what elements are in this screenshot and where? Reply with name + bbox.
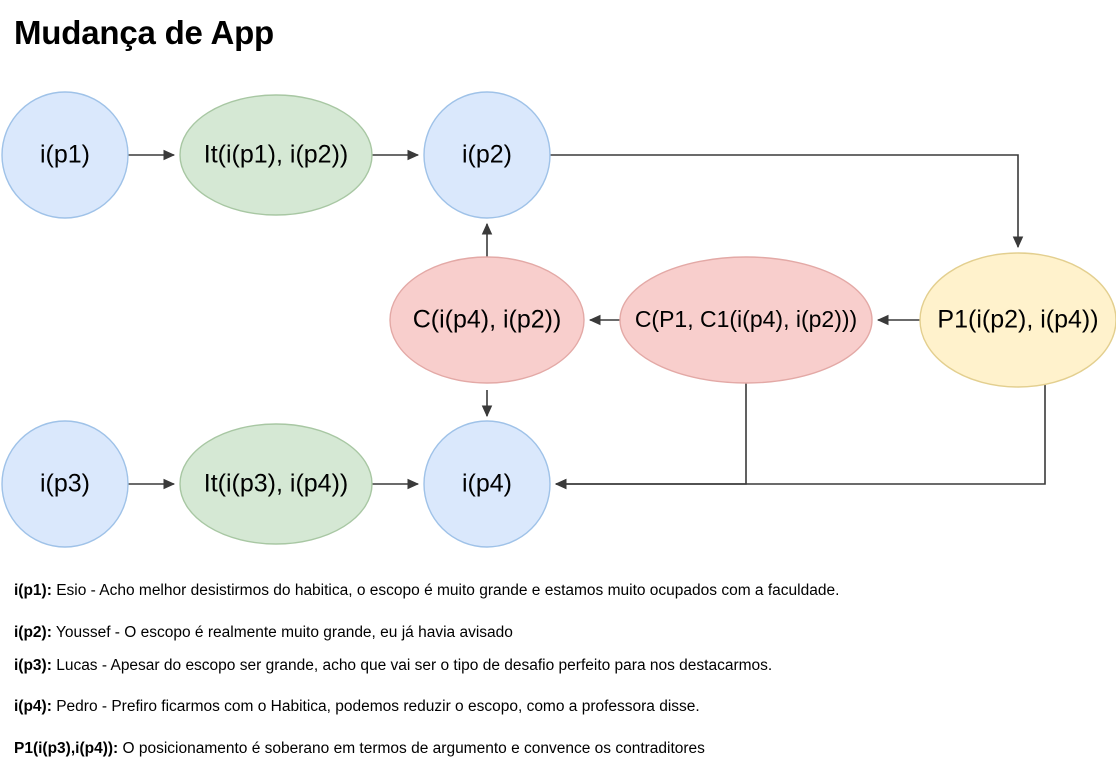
node-label-ip1: i(p1) [40, 141, 90, 169]
node-shape-ip2 [423, 91, 551, 219]
node-label-it12: It(i(p1), i(p2)) [204, 141, 348, 169]
legend-row: i(p1): Esio - Acho melhor desistirmos do… [14, 582, 1104, 601]
node-shape-cp1c1 [619, 256, 873, 384]
node-label-ip4: i(p4) [462, 470, 512, 498]
node-layer: i(p1) It(i(p1), i(p2)) i(p2) C(i(p4), i(p2)… [1, 91, 1116, 548]
node-shape-p124 [919, 252, 1116, 388]
legend-key: i(p1): [14, 582, 52, 599]
node-ip2[interactable]: i(p2) [423, 91, 551, 219]
page-title: Mudança de App [14, 14, 274, 51]
legend-row: P1(i(p3),i(p4)): O posicionamento é sobe… [14, 740, 1104, 759]
node-shape-it12 [179, 94, 373, 216]
legend-row: i(p4): Pedro - Prefiro ficarmos com o Ha… [14, 698, 1104, 717]
legend-value: Esio - Acho melhor desistirmos do habiti… [51, 582, 840, 599]
node-shape-it34 [179, 423, 373, 545]
node-label-c42: C(i(p4), i(p2)) [413, 306, 562, 334]
node-shape-ip3 [1, 420, 129, 548]
node-shape-c42 [389, 256, 585, 384]
legend-key: i(p4): [14, 697, 52, 715]
legend-value: Lucas - Apesar do escopo ser grande, ach… [51, 656, 773, 674]
node-ip3[interactable]: i(p3) [1, 420, 129, 548]
node-p124[interactable]: P1(i(p2), i(p4)) [919, 252, 1116, 388]
legend-key: i(p2): [14, 623, 52, 641]
edge-layer [128, 149, 1046, 490]
legend-value: O posicionamento é soberano em termos de… [118, 739, 705, 757]
node-ip1[interactable]: i(p1) [1, 91, 129, 219]
node-shape-ip4 [423, 420, 551, 548]
legend-row: i(p2): Youssef - O escopo é realmente mu… [14, 624, 1104, 643]
legend-row: i(p3): Lucas - Apesar do escopo ser gran… [14, 657, 1104, 676]
node-label-ip3: i(p3) [40, 470, 90, 498]
node-c42[interactable]: C(i(p4), i(p2)) [389, 256, 585, 384]
node-label-cp1c1: C(P1, C1(i(p4), i(p2))) [635, 306, 857, 332]
edge-cp1c1-to-ip4 [554, 383, 747, 490]
node-shape-ip1 [1, 91, 129, 219]
legend-value: Youssef - O escopo é realmente muito gra… [51, 623, 513, 641]
edge-p124-to-ip4 [554, 384, 1046, 490]
legend: i(p1): Esio - Acho melhor desistirmos do… [14, 582, 1104, 759]
edge-ip2-to-p124 [550, 154, 1024, 249]
legend-key: i(p3): [14, 656, 52, 674]
node-it12[interactable]: It(i(p1), i(p2)) [179, 94, 373, 216]
node-it34[interactable]: It(i(p3), i(p4)) [179, 423, 373, 545]
legend-key: P1(i(p3),i(p4)): [14, 739, 119, 757]
legend-value: Pedro - Prefiro ficarmos com o Habitica,… [51, 697, 700, 715]
node-ip4[interactable]: i(p4) [423, 420, 551, 548]
node-label-it34: It(i(p3), i(p4)) [204, 470, 348, 498]
argument-diagram: i(p1) It(i(p1), i(p2)) i(p2) C(i(p4), i(p2)… [0, 72, 1116, 572]
node-cp1c1[interactable]: C(P1, C1(i(p4), i(p2))) [619, 256, 873, 384]
node-label-p124: P1(i(p2), i(p4)) [937, 306, 1098, 334]
node-label-ip2: i(p2) [462, 141, 512, 169]
